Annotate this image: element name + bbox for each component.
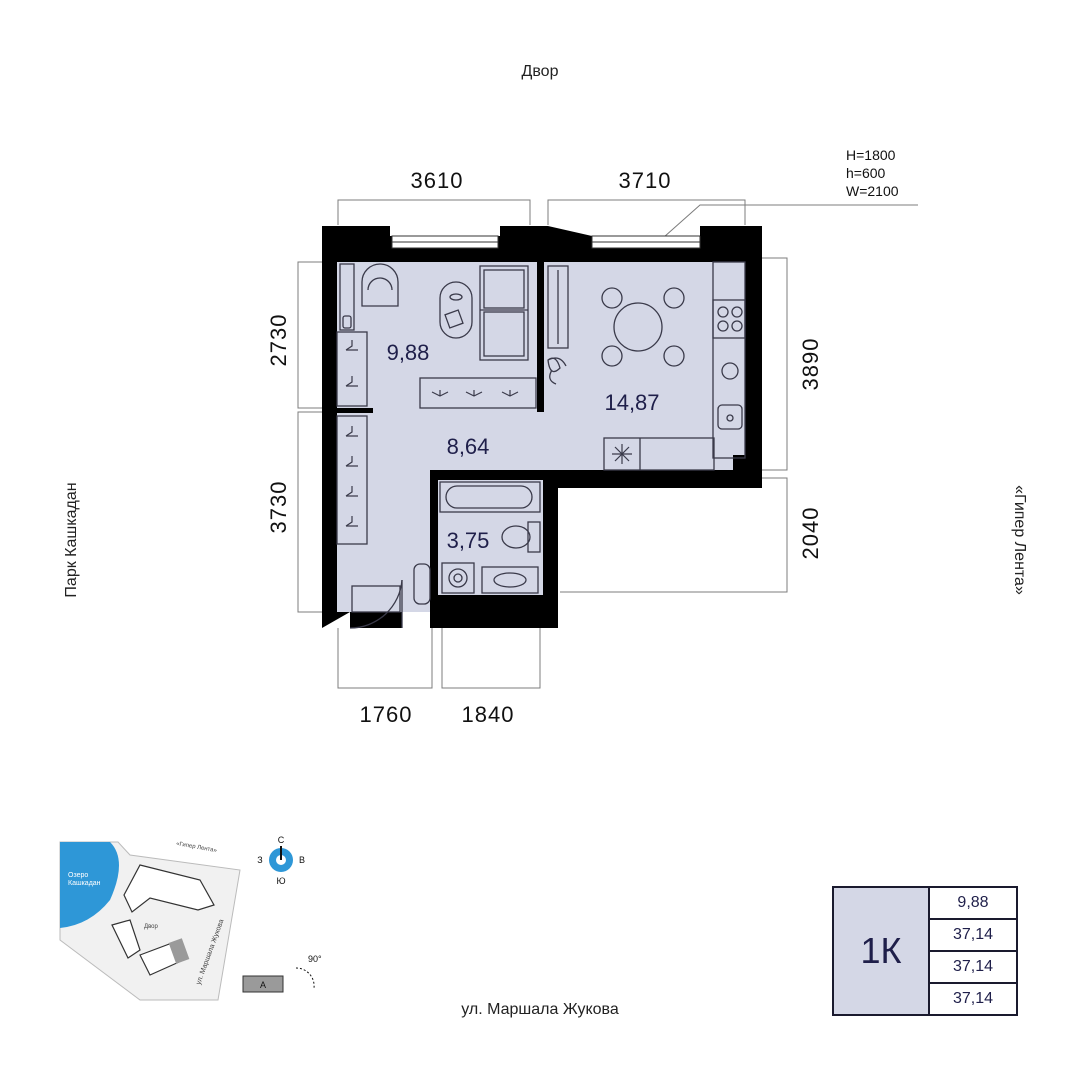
site-section: А — [260, 980, 266, 990]
windows — [391, 235, 701, 249]
dim-top-right: 3710 — [619, 168, 672, 193]
hall-furniture — [336, 415, 431, 629]
site-plan: Озеро Кашкадан «Гипер Лента» Двор ул. Ма… — [59, 841, 322, 1001]
bathroom-fixtures — [439, 481, 541, 594]
hanger-icons — [345, 340, 519, 397]
compass-south: Ю — [276, 876, 285, 886]
hanger-icons-hall — [345, 426, 358, 527]
kitchen-furniture — [547, 261, 746, 471]
window-note-sill: h=600 — [846, 165, 886, 181]
dim-top-left: 3610 — [411, 168, 464, 193]
window-note: H=1800 h=600 W=2100 — [654, 147, 918, 246]
window-note-w: W=2100 — [846, 183, 899, 199]
site-yard: Двор — [144, 924, 159, 930]
compass-west: З — [257, 855, 262, 865]
window-note-h: H=1800 — [846, 147, 896, 163]
compass-east: В — [299, 855, 305, 865]
dim-left-lower: 3730 — [266, 481, 291, 534]
compass: С Ю З В — [257, 835, 305, 886]
site-lake-line1: Озеро — [68, 872, 88, 879]
area-value-living: 9,88 — [930, 888, 1016, 920]
site-lake-line2: Кашкадан — [68, 880, 101, 887]
lake-shape — [60, 842, 119, 928]
dim-left-upper: 2730 — [266, 314, 291, 367]
area-bath: 3,75 — [447, 528, 490, 553]
label-right-store: «Гипер Лента» — [1011, 485, 1028, 595]
area-kitchen: 14,87 — [604, 390, 659, 415]
dim-right-lower: 2040 — [798, 507, 823, 560]
area-values: 9,88 37,14 37,14 37,14 — [930, 888, 1016, 1014]
site-rotation: 90° — [308, 954, 322, 964]
compass-north: С — [278, 835, 285, 845]
bedroom-furniture — [336, 263, 537, 409]
dim-bottom-left: 1760 — [360, 702, 413, 727]
label-bottom-street: ул. Маршала Жукова — [461, 1001, 619, 1018]
area-value-total-3: 37,14 — [952, 990, 994, 1007]
label-top-yard: Двор — [522, 63, 559, 80]
dim-bottom-right: 1840 — [462, 702, 515, 727]
snowflake-icon — [612, 444, 632, 464]
area-value-total-2: 37,14 — [930, 952, 1016, 984]
apartment-info-table: 1К 9,88 37,14 37,14 37,14 — [832, 886, 1018, 1016]
interior-walls — [337, 262, 762, 628]
dimension-lines — [297, 199, 788, 689]
floor-area — [337, 262, 745, 612]
area-value-total-1: 37,14 — [930, 920, 1016, 952]
apartment-type: 1К — [834, 888, 930, 1014]
area-bedroom: 9,88 — [387, 340, 430, 365]
dim-right-upper: 3890 — [798, 338, 823, 391]
area-hall: 8,64 — [447, 434, 490, 459]
label-left-park: Парк Кашкадан — [63, 482, 80, 597]
site-store: «Гипер Лента» — [176, 841, 218, 854]
